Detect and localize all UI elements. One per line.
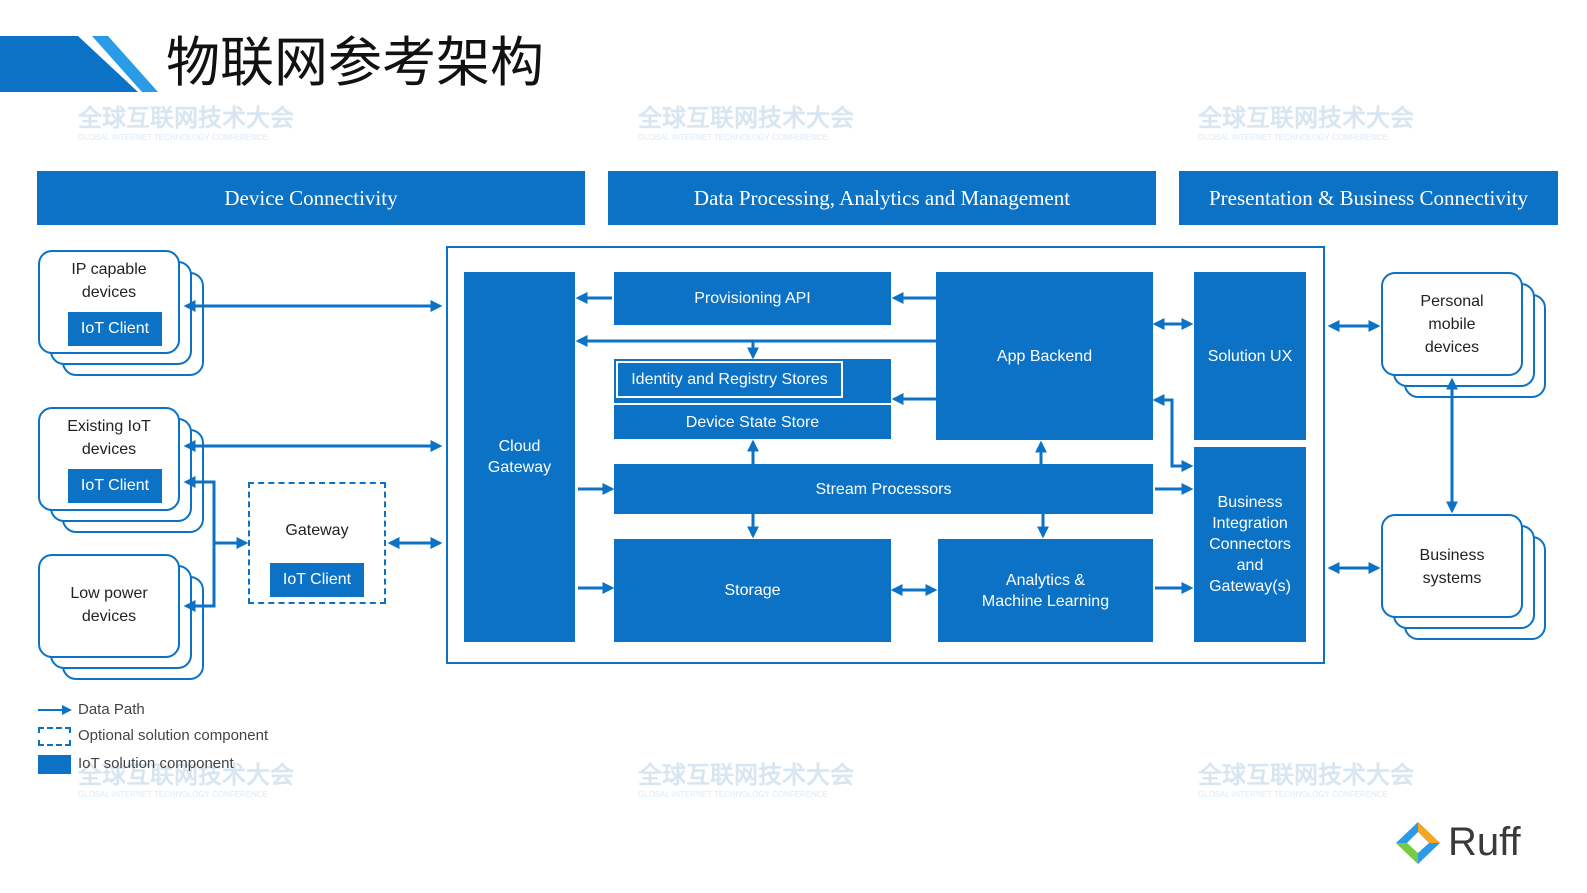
- page-title: 物联网参考架构: [166, 31, 544, 94]
- existing-iot-devices-label: Existing IoT devices: [67, 418, 151, 458]
- legend-iot-component: IoT solution component: [78, 755, 234, 772]
- analytics-ml-block: Analytics & Machine Learning: [938, 539, 1153, 642]
- iot-client-box: IoT Client: [68, 469, 162, 503]
- device-state-store-block: Device State Store: [614, 403, 891, 439]
- core-platform-outline: [446, 246, 1325, 664]
- iot-component-legend-icon: [38, 755, 71, 774]
- storage-block: Storage: [614, 539, 891, 642]
- business-integration-block: Business Integration Connectors and Gate…: [1194, 447, 1306, 642]
- legend-optional: Optional solution component: [78, 727, 269, 744]
- app-backend-block: App Backend: [936, 272, 1153, 440]
- solution-ux-block: Solution UX: [1194, 272, 1306, 440]
- personal-mobile-devices-label: Personal mobile devices: [1420, 293, 1484, 356]
- stream-processors-block: Stream Processors: [614, 464, 1153, 514]
- ip-capable-devices-label: IP capable devices: [71, 261, 147, 301]
- watermark-subtext: GLOBAL INTERNET TECHNOLOGY CONFERENCE: [638, 790, 828, 799]
- watermark-text: 全球互联网技术大会: [638, 105, 854, 132]
- watermark-subtext: GLOBAL INTERNET TECHNOLOGY CONFERENCE: [638, 133, 828, 142]
- section-data-processing: Data Processing, Analytics and Managemen…: [608, 171, 1156, 225]
- identity-registry-block: Identity and Registry Stores: [616, 361, 843, 398]
- data-path-legend-icon: [38, 705, 72, 715]
- watermark-text: 全球互联网技术大会: [78, 105, 294, 132]
- header-stripe-icon: [0, 36, 158, 92]
- watermark-subtext: GLOBAL INTERNET TECHNOLOGY CONFERENCE: [78, 790, 268, 799]
- section-presentation: Presentation & Business Connectivity: [1179, 171, 1558, 225]
- watermark-subtext: GLOBAL INTERNET TECHNOLOGY CONFERENCE: [1198, 790, 1388, 799]
- iot-client-box: IoT Client: [270, 563, 364, 597]
- section-device-connectivity: Device Connectivity: [37, 171, 585, 225]
- watermark-text: 全球互联网技术大会: [78, 762, 294, 789]
- watermark-text: 全球互联网技术大会: [1198, 105, 1414, 132]
- watermark-text: 全球互联网技术大会: [1198, 762, 1414, 789]
- legend-data-path: Data Path: [78, 701, 145, 718]
- provisioning-api-block: Provisioning API: [614, 272, 891, 325]
- watermark-text: 全球互联网技术大会: [638, 762, 854, 789]
- business-systems-label: Business systems: [1419, 547, 1485, 587]
- optional-legend-icon: [38, 727, 71, 746]
- watermark-subtext: GLOBAL INTERNET TECHNOLOGY CONFERENCE: [1198, 133, 1388, 142]
- watermark-subtext: GLOBAL INTERNET TECHNOLOGY CONFERENCE: [78, 133, 268, 142]
- registry-stores-group: Identity and Registry Stores Device Stat…: [614, 359, 891, 439]
- ruff-logo-text: Ruff: [1448, 820, 1521, 864]
- iot-client-box: IoT Client: [68, 312, 162, 346]
- ruff-logo-icon: [1396, 822, 1440, 864]
- cloud-gateway-block: Cloud Gateway: [464, 272, 575, 642]
- gateway-label: Gateway: [285, 522, 349, 539]
- low-power-devices-label: Low power devices: [70, 585, 148, 625]
